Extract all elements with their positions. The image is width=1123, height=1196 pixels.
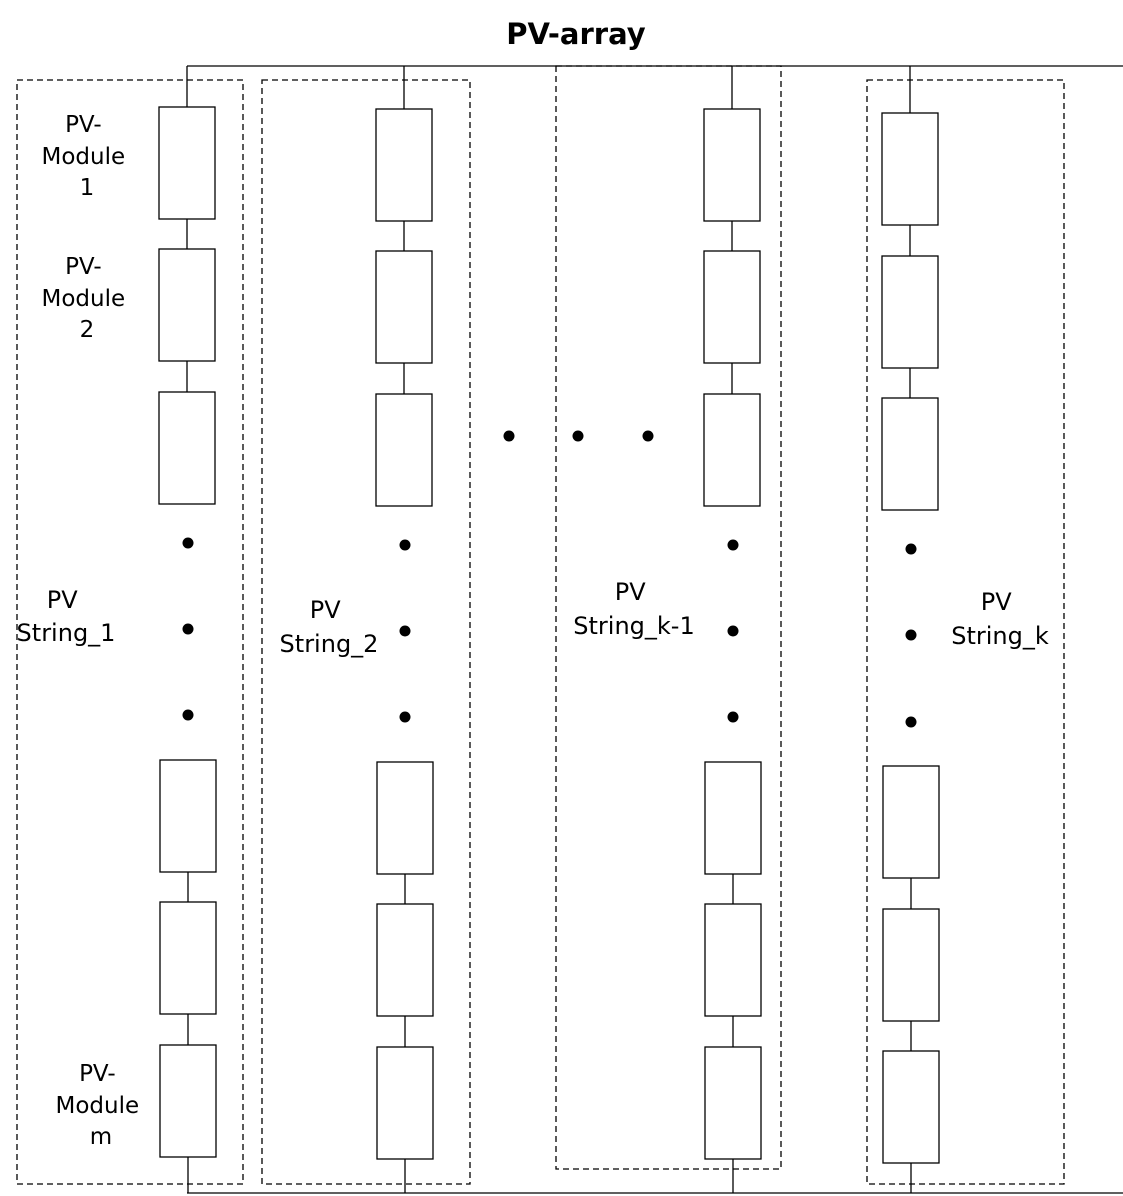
string-2-label-line-2: String_2 [280, 630, 379, 658]
string-1-ellipsis-dot-2 [182, 623, 194, 635]
string-2-label: PV String_2 [280, 596, 379, 658]
pv-string-2 [375, 66, 434, 1193]
string-k-1-label-line-2: String_k-1 [573, 612, 694, 640]
string-2-module-bottom-2 [376, 903, 434, 1017]
string-3-module-top-3 [703, 393, 761, 507]
string-4-module-top-3 [881, 397, 939, 511]
string-k-1-label: PV String_k-1 [573, 578, 694, 640]
string-k-1-label-line-1: PV [615, 578, 646, 606]
string-1-label: PV String_1 [17, 586, 116, 647]
between-strings-dots [503, 430, 654, 442]
diagram-title: PV-array [506, 17, 645, 51]
string-4-ellipsis-dot-3 [905, 716, 917, 728]
module-m-label-line-2: Module [56, 1093, 140, 1119]
string-4-module-bottom-1 [882, 765, 940, 879]
string-3-module-top-2 [703, 250, 761, 364]
string-3-module-top-1 [703, 108, 761, 222]
string-1-ellipsis-dot-3 [182, 709, 194, 721]
string-k-label-line-2: String_k [951, 622, 1049, 650]
string-1-boundary [16, 79, 244, 1185]
module-2-label-line-2: Module [42, 286, 126, 312]
module-1-label: PV- Module 1 [42, 112, 133, 201]
string-1-ellipsis-dot-1 [182, 537, 194, 549]
string-4-ellipsis-dot-1 [905, 543, 917, 555]
string-3-module-bottom-2 [704, 903, 762, 1017]
string-3-ellipsis-dot-3 [727, 711, 739, 723]
string-2-module-bottom-1 [376, 761, 434, 875]
string-2-ellipsis-dot-2 [399, 625, 411, 637]
string-boundaries [16, 65, 1065, 1185]
string-2-module-top-1 [375, 108, 433, 222]
module-m-label-line-3: m [90, 1124, 112, 1150]
string-4-module-bottom-2 [882, 908, 940, 1022]
string-k-label: PV String_k [951, 588, 1049, 650]
string-4-ellipsis-dot-2 [905, 629, 917, 641]
string-2-module-bottom-3 [376, 1046, 434, 1160]
string-4-module-top-2 [881, 255, 939, 369]
string-1-label-line-1: PV [47, 586, 78, 614]
module-1-label-line-2: Module [42, 144, 126, 170]
string-1-module-top-1 [158, 106, 216, 220]
string-2-ellipsis-dot-1 [399, 539, 411, 551]
module-m-label: PV- Module m [56, 1061, 147, 1150]
module-2-label: PV- Module 2 [42, 254, 133, 343]
string-2-module-top-3 [375, 393, 433, 507]
between-strings-dot-3 [642, 430, 654, 442]
string-4-module-top-1 [881, 112, 939, 226]
module-2-label-line-3: 2 [80, 317, 95, 343]
string-2-module-top-2 [375, 250, 433, 364]
string-2-boundary [261, 79, 471, 1185]
string-1-module-bottom-1 [159, 759, 217, 873]
string-1-module-bottom-3 [159, 1044, 217, 1158]
module-m-label-line-1: PV- [79, 1061, 116, 1087]
busbars [187, 65, 1123, 1194]
string-2-ellipsis-dot-3 [399, 711, 411, 723]
module-1-label-line-3: 1 [80, 175, 95, 201]
string-1-module-top-2 [158, 248, 216, 362]
between-strings-dot-2 [572, 430, 584, 442]
string-k-label-line-1: PV [981, 588, 1012, 616]
string-1-label-line-2: String_1 [17, 619, 116, 647]
string-3-ellipsis-dot-1 [727, 539, 739, 551]
string-2-label-line-1: PV [310, 596, 341, 624]
pv-string-3 [703, 66, 762, 1193]
string-3-module-bottom-1 [704, 761, 762, 875]
module-1-label-line-1: PV- [65, 112, 102, 138]
string-4-module-bottom-3 [882, 1050, 940, 1164]
pv-string-1 [158, 66, 217, 1193]
string-3-module-bottom-3 [704, 1046, 762, 1160]
string-k-1-boundary [555, 65, 782, 1170]
strings-layer [158, 66, 940, 1193]
pv-string-4 [881, 66, 940, 1193]
string-3-ellipsis-dot-2 [727, 625, 739, 637]
string-k-boundary [866, 79, 1065, 1185]
string-1-module-bottom-2 [159, 901, 217, 1015]
module-2-label-line-1: PV- [65, 254, 102, 280]
string-1-module-top-3 [158, 391, 216, 505]
between-strings-dot-1 [503, 430, 515, 442]
